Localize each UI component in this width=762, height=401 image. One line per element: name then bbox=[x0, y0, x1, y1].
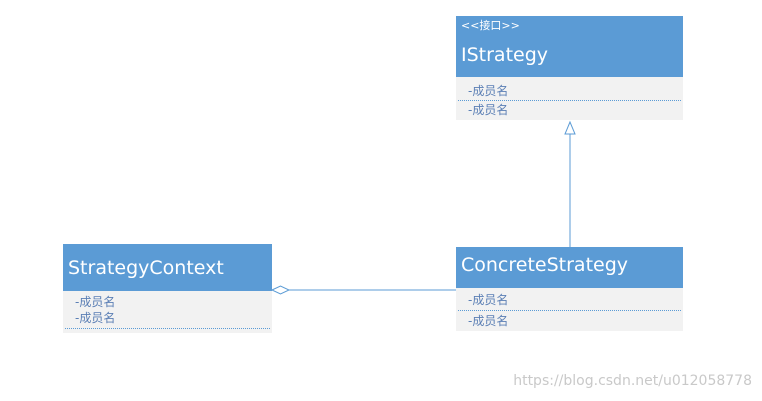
class-strategy-context[interactable]: StrategyContext -成员名 -成员名 bbox=[63, 244, 272, 333]
member-divider bbox=[458, 310, 681, 311]
member-item: -成员名 bbox=[468, 314, 509, 328]
watermark-url: https://blog.csdn.net/u012058778 bbox=[513, 373, 752, 389]
class-name: StrategyContext bbox=[68, 257, 224, 279]
class-members: -成员名 -成员名 bbox=[456, 288, 683, 331]
realization-arrowhead bbox=[564, 120, 576, 135]
member-item: -成员名 bbox=[75, 311, 116, 325]
class-name: ConcreteStrategy bbox=[461, 254, 629, 276]
member-item: -成员名 bbox=[468, 84, 509, 98]
class-header: <<接口>> IStrategy bbox=[456, 16, 683, 77]
class-members: -成员名 -成员名 bbox=[63, 291, 272, 333]
class-istrategy[interactable]: <<接口>> IStrategy -成员名 -成员名 bbox=[456, 16, 683, 120]
aggregation-diamond bbox=[270, 285, 291, 295]
class-header: StrategyContext bbox=[63, 244, 272, 291]
member-item: -成员名 bbox=[75, 295, 116, 309]
member-item: -成员名 bbox=[468, 103, 509, 117]
class-header: ConcreteStrategy bbox=[456, 247, 683, 288]
class-name: IStrategy bbox=[461, 44, 549, 66]
member-item: -成员名 bbox=[468, 293, 509, 307]
member-divider bbox=[65, 328, 270, 329]
class-concrete-strategy[interactable]: ConcreteStrategy -成员名 -成员名 bbox=[456, 247, 683, 331]
member-divider bbox=[458, 100, 681, 101]
class-members: -成员名 -成员名 bbox=[456, 77, 683, 120]
stereotype-label: <<接口>> bbox=[461, 19, 520, 32]
